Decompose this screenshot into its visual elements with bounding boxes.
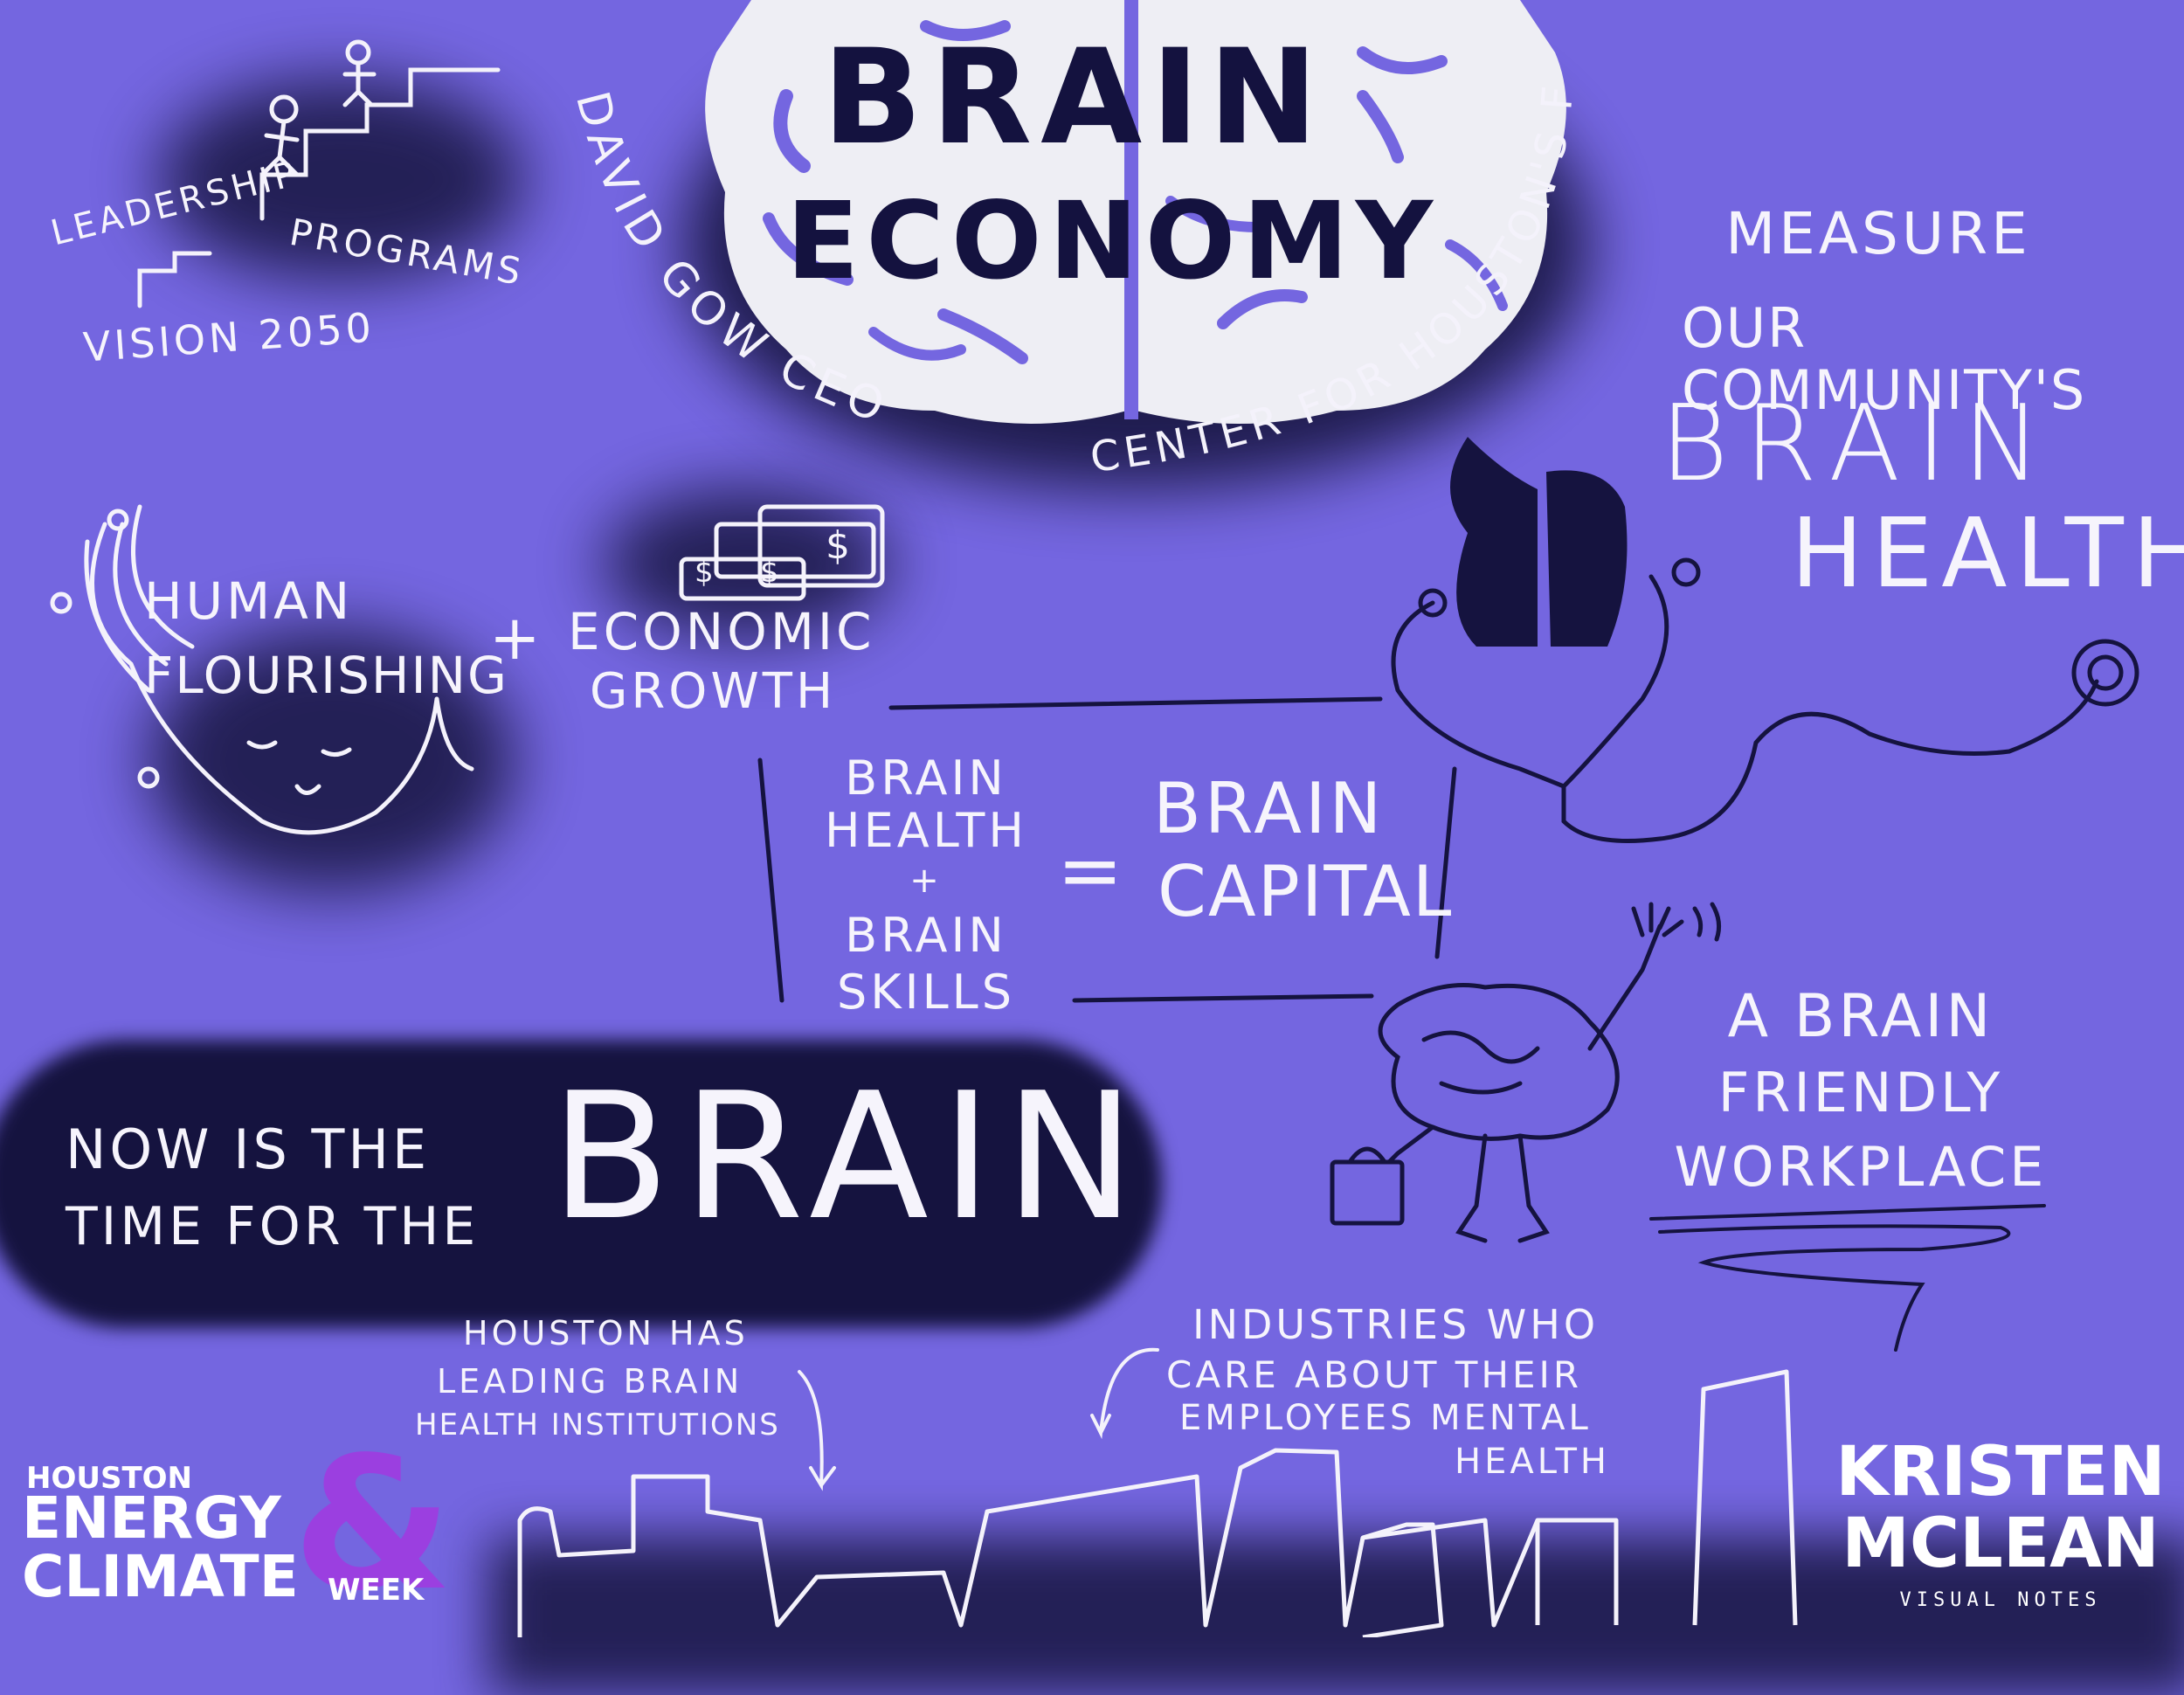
houston-energy-climate-week-logo: & HOUSTON ENERGY CLIMATE WEEK xyxy=(22,1433,476,1625)
title-brain: BRAIN xyxy=(822,22,1327,174)
skyline-icon xyxy=(517,1369,1798,1637)
title-economy: ECONOMY xyxy=(786,179,1441,303)
dollar-sign-1: $ xyxy=(695,555,717,590)
stairs-icon xyxy=(137,39,501,308)
logo-climate: CLIMATE xyxy=(22,1543,299,1610)
logo-amp: & xyxy=(293,1417,453,1631)
arrow-icons xyxy=(798,1347,1159,1491)
speaker-right: CENTER FOR HOUSTON'S FUTURE xyxy=(0,0,1579,482)
workplace-line2: FRIENDLY xyxy=(1717,1061,2004,1124)
logo-visual-notes: VISUAL NOTES xyxy=(1899,1588,2102,1611)
logo-kristen: KRISTEN xyxy=(1835,1433,2166,1512)
kristen-mclean-logo: KRISTEN MCLEAN VISUAL NOTES xyxy=(1817,1433,2184,1611)
logo-mclean: MCLEAN xyxy=(1842,1504,2160,1583)
svg-text:CENTER FOR HOUSTON'S FUTURE: CENTER FOR HOUSTON'S FUTURE xyxy=(0,0,1584,482)
now-banner xyxy=(0,1040,1162,1328)
growth-label: GROWTH xyxy=(590,663,837,720)
measure-line1: MEASURE xyxy=(1725,200,2031,267)
industries-line4: HEALTH xyxy=(1455,1442,1611,1482)
logo-houston: HOUSTON xyxy=(26,1461,193,1496)
speaker-arc: DAVID GOW CEO CENTER FOR HOUSTON'S FUTUR… xyxy=(0,0,1584,482)
eq-health: HEALTH xyxy=(825,803,1027,858)
doodle-layer xyxy=(50,0,2139,1637)
now-line1: NOW IS THE xyxy=(66,1117,431,1181)
dollar-sign-2: $ xyxy=(760,555,783,590)
face-icon xyxy=(50,504,474,835)
measure-line4: HEALTH xyxy=(1791,497,2184,609)
dollar-sign-3: $ xyxy=(826,523,854,568)
stethoscope-brain-icon xyxy=(1391,437,2139,843)
haze-leadership xyxy=(157,79,524,280)
eq-brain-2: BRAIN xyxy=(845,908,1007,963)
logo-week: WEEK xyxy=(328,1573,425,1608)
waving-brain-icon xyxy=(1330,902,1722,1243)
eq-brain-capital-2: CAPITAL xyxy=(1158,851,1454,932)
eq-equals: = xyxy=(1057,825,1127,917)
big-brain-icon xyxy=(705,0,1566,424)
human-label: HUMAN xyxy=(144,571,354,631)
equation-frame xyxy=(757,696,1457,1003)
svg-text:DAVID GOW CEO: DAVID GOW CEO xyxy=(565,86,897,435)
industries-line1: INDUSTRIES WHO xyxy=(1192,1301,1600,1348)
flourishing-label: FLOURISHING xyxy=(144,646,508,705)
speaker-left: DAVID GOW CEO xyxy=(565,86,890,435)
houston-line1: HOUSTON HAS xyxy=(463,1314,749,1353)
now-line2: TIME FOR THE xyxy=(66,1196,480,1257)
houston-line3: HEALTH INSTITUTIONS xyxy=(415,1408,780,1442)
measure-line3: BRAIN xyxy=(1660,384,2057,505)
eq-plus: + xyxy=(909,861,943,901)
haze-money xyxy=(603,489,891,638)
haze-face xyxy=(149,629,515,891)
logo-energy: ENERGY xyxy=(22,1484,281,1552)
industries-line3: EMPLOYEES MENTAL xyxy=(1179,1398,1592,1438)
plus-sign: + xyxy=(489,602,544,674)
workplace-line3: WORKPLACE xyxy=(1674,1135,2048,1199)
scribble-icon xyxy=(1649,1204,2046,1352)
houston-line2: LEADING BRAIN xyxy=(437,1362,743,1401)
eq-brain-capital-1: BRAIN xyxy=(1153,768,1386,849)
industries-line2: CARE ABOUT THEIR xyxy=(1166,1353,1583,1396)
eq-skills: SKILLS xyxy=(836,965,1016,1020)
economic-label: ECONOMIC xyxy=(568,602,875,661)
workplace-line1: A BRAIN xyxy=(1727,982,1994,1051)
money-icon xyxy=(679,504,885,601)
now-big-brain: BRAIN xyxy=(550,1055,1148,1259)
measure-line2: OUR COMMUNITY'S xyxy=(1682,296,2087,423)
eq-brain-1: BRAIN xyxy=(845,751,1007,806)
